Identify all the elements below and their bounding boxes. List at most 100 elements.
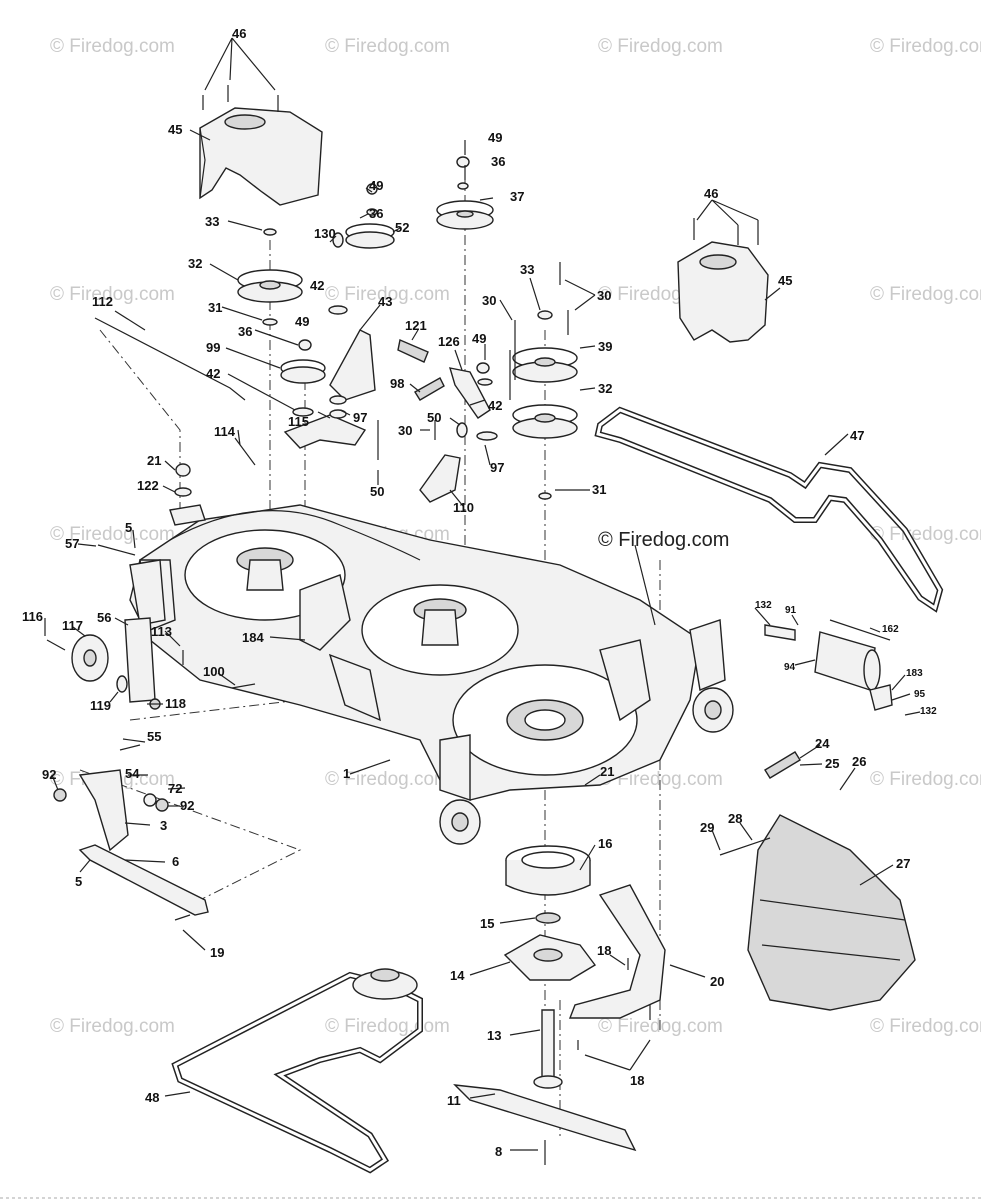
callout-46: 46: [232, 26, 246, 41]
wheel-117: [71, 634, 109, 682]
callout-97: 97: [490, 460, 504, 475]
washer-31-left: [262, 318, 278, 326]
callout-32: 32: [188, 256, 202, 271]
nut-92-left: [53, 788, 67, 802]
callout-56: 56: [97, 610, 111, 625]
callout-47: 47: [850, 428, 864, 443]
mower-deck: [129, 504, 701, 801]
bolts-18: [577, 958, 651, 1050]
callout-130: 130: [314, 226, 336, 241]
callout-99: 99: [206, 340, 220, 355]
callout-114: 114: [214, 424, 236, 439]
callout-110: 110: [453, 500, 474, 515]
bolt-57: [97, 544, 136, 556]
watermark: © Firedog.com: [50, 284, 175, 305]
nut-92-right: [155, 798, 169, 812]
watermark: © Firedog.com: [325, 769, 450, 790]
callout-21: 21: [147, 453, 161, 468]
pulley-39: [512, 347, 578, 383]
callout-6: 6: [172, 854, 179, 869]
watermark: © Firedog.com: [325, 1016, 450, 1037]
callout-16: 16: [598, 836, 612, 851]
callout-45: 45: [168, 122, 182, 137]
watermark: © Firedog.com: [870, 1016, 981, 1037]
callout-112: 112: [92, 294, 113, 309]
idler-pulley-99: [280, 359, 326, 384]
callout-132: 132: [755, 600, 772, 611]
blade-11: [453, 1084, 637, 1152]
washer-42-right: [477, 378, 493, 386]
center-idler-52: [345, 183, 395, 249]
belt-48: [171, 968, 423, 1174]
callout-100: 100: [203, 664, 225, 679]
spindle-shaft-13: [533, 1009, 563, 1089]
washer-122: [174, 487, 192, 497]
callout-72: 72: [168, 781, 182, 796]
callout-55: 55: [147, 729, 161, 744]
leader-lines: [44, 37, 921, 1151]
callout-52: 52: [395, 220, 409, 235]
nut-33-right: [537, 310, 553, 320]
callout-32: 32: [598, 381, 612, 396]
callout-labels: 46 45 33 32 31 36 99 42 112 114 21 122 5…: [22, 26, 937, 1159]
callout-8: 8: [495, 1144, 502, 1159]
callout-33: 33: [205, 214, 219, 229]
callout-26: 26: [852, 754, 866, 769]
callout-37: 37: [510, 189, 524, 204]
axle-162: [829, 619, 891, 641]
pulley-32-right: [512, 404, 578, 439]
callout-57: 57: [65, 536, 79, 551]
nut-49-left: [298, 339, 312, 351]
callout-126: 126: [438, 334, 460, 349]
callout-48: 48: [145, 1090, 159, 1105]
bolt-19: [174, 914, 191, 921]
washer-97-right: [476, 431, 498, 441]
spring-98: [414, 377, 445, 401]
callout-50: 50: [427, 410, 441, 425]
callout-119: 119: [90, 698, 111, 713]
rod-29: [719, 837, 771, 856]
pulley-32-left: [237, 269, 303, 303]
callout-3: 3: [160, 818, 167, 833]
watermark: © Firedog.com: [325, 284, 450, 305]
callout-42: 42: [310, 278, 324, 293]
cover-bolts-left: [202, 85, 279, 112]
callout-113: 113: [151, 624, 172, 639]
callout-39: 39: [598, 339, 612, 354]
callout-21: 21: [600, 764, 614, 779]
watermark: © Firedog.com: [870, 36, 981, 57]
callout-27: 27: [896, 856, 910, 871]
callout-45: 45: [778, 273, 792, 288]
callout-36: 36: [238, 324, 252, 339]
callout-95: 95: [914, 689, 926, 700]
bearing-15: [535, 912, 561, 924]
callout-33: 33: [520, 262, 534, 277]
callout-36: 36: [369, 206, 383, 221]
watermark-featured: © Firedog.com: [598, 529, 729, 551]
spindle-housing-14: [503, 934, 597, 981]
callout-122: 122: [137, 478, 159, 493]
callout-11: 11: [447, 1093, 461, 1108]
bracket-left: [169, 504, 206, 526]
spring-25: [764, 751, 801, 779]
nut-33-left: [263, 228, 277, 236]
bolt-55: [119, 744, 141, 751]
callout-31: 31: [592, 482, 606, 497]
washer-119: [116, 675, 128, 693]
callout-30: 30: [597, 288, 611, 303]
callout-31: 31: [208, 300, 222, 315]
callout-18: 18: [630, 1073, 644, 1088]
callout-92: 92: [42, 767, 56, 782]
washer-72: [143, 793, 157, 807]
callout-117: 117: [62, 618, 83, 633]
bolt-116: [46, 639, 66, 651]
watermark: © Firedog.com: [870, 524, 981, 545]
callout-14: 14: [450, 968, 465, 983]
belt-47: [594, 406, 944, 613]
callout-29: 29: [700, 820, 714, 835]
bracket-183: [869, 684, 893, 711]
callout-25: 25: [825, 756, 839, 771]
watermark: © Firedog.com: [598, 36, 723, 57]
callout-42: 42: [206, 366, 220, 381]
